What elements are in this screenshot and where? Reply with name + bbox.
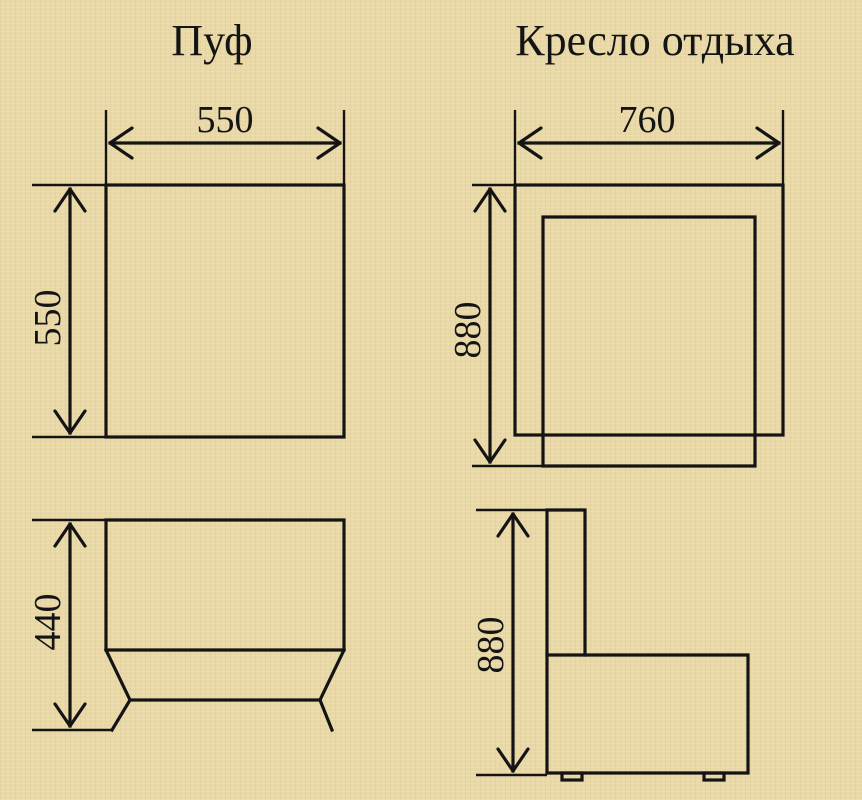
pouf-side-view [32,518,347,733]
armchair-width-dimension: 760 [517,99,781,160]
armchair-height-label: 880 [470,617,512,674]
pouf-title: Пуф [171,16,252,65]
pouf-width-label: 550 [197,99,254,141]
armchair-top-view [472,110,785,468]
pouf-height-dimension: 440 [27,522,87,728]
front-foot [560,771,584,782]
pouf-depth-label: 550 [27,290,69,347]
back-foot [702,771,726,782]
pouf-top-view [32,110,346,439]
armchair-title: Кресло отдыха [515,16,794,65]
pouf-depth-dimension: 550 [27,187,87,435]
armchair-width-label: 760 [619,99,676,141]
armchair-height-dimension: 880 [470,512,530,773]
armchair-depth-label: 880 [447,302,489,359]
pouf-width-dimension: 550 [108,99,342,160]
pouf-height-label: 440 [27,594,69,651]
armchair-side-view [476,508,750,782]
armchair-depth-dimension: 880 [447,187,507,464]
